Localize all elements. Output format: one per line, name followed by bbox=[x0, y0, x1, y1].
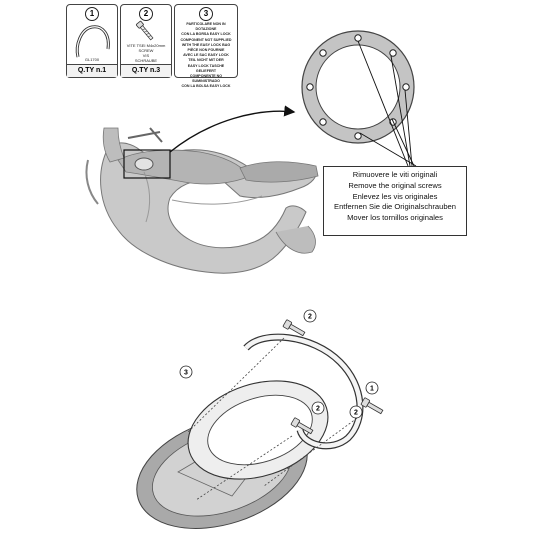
part-code: GL1700 bbox=[84, 57, 100, 62]
part-number: 3 bbox=[199, 7, 213, 21]
callout-line: Remove the original screws bbox=[348, 180, 442, 190]
motorcycle-illustration bbox=[85, 127, 319, 274]
retaining-ring-icon bbox=[75, 25, 110, 58]
callout-line: Mover los tornillos originales bbox=[347, 213, 443, 223]
callout-line: Rimuovere le viti originali bbox=[352, 170, 438, 179]
callout-line: Enlevez les vis originales bbox=[352, 191, 438, 201]
callout-pointers bbox=[357, 40, 417, 167]
exploded-view: 2 3 1 2 bbox=[136, 309, 384, 529]
part-quantity: Q.TY n.3 bbox=[121, 64, 171, 77]
tank-filler-cap bbox=[134, 157, 154, 171]
remove-screws-callout: Rimuovere le viti originali Remove the o… bbox=[323, 166, 467, 236]
part-callout-labels bbox=[179, 309, 383, 415]
callout-label: 3 bbox=[184, 370, 188, 377]
part-box-ring: 1 GL1700 Q.TY n.1 bbox=[66, 4, 118, 78]
callout-label: 1 bbox=[370, 386, 374, 393]
callout-label: 2 bbox=[308, 314, 312, 321]
highlight-box bbox=[123, 149, 171, 179]
part-number: 2 bbox=[139, 7, 153, 21]
part-quantity: Q.TY n.1 bbox=[67, 64, 117, 77]
screws bbox=[282, 319, 384, 435]
detail-arrow bbox=[169, 105, 296, 153]
fuel-cap-flange-detail bbox=[301, 30, 415, 144]
callout-label: 2 bbox=[316, 406, 320, 413]
retaining-ring bbox=[244, 334, 363, 449]
callout-line: Entfernen Sie die Originalschrauben bbox=[334, 202, 456, 212]
screw-icon bbox=[135, 20, 154, 41]
part-number: 1 bbox=[85, 7, 99, 21]
note-text: PARTICOLARE NON IN DOTAZIONE CON LA BORS… bbox=[180, 22, 232, 89]
part-box-note: 3 PARTICOLARE NON IN DOTAZIONE CON LA BO… bbox=[174, 4, 238, 88]
part-box-screw: 2 VITE TSEI M4x20mm SCREW VIS SCHRAUBE T… bbox=[120, 4, 172, 78]
